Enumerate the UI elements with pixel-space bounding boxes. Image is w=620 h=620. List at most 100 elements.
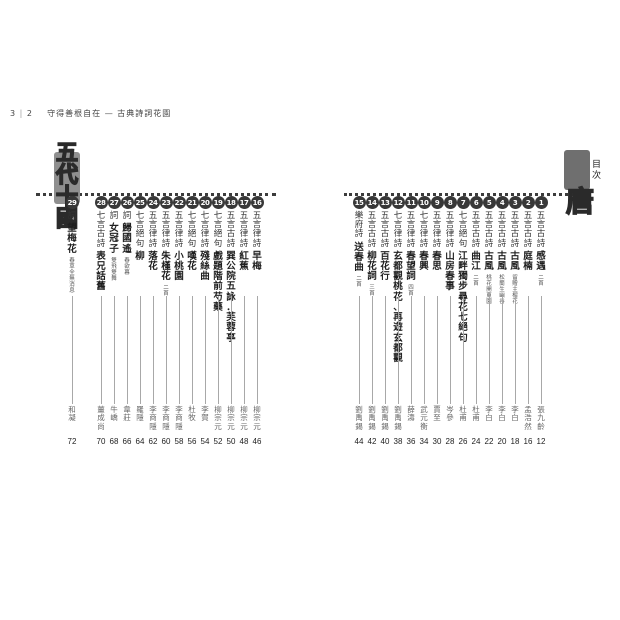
entry-page-number[interactable]: 46: [252, 437, 262, 446]
toc-label: 目次: [592, 160, 602, 182]
entry-number-badge: 25: [133, 196, 147, 209]
entry-title: 感遇: [536, 250, 546, 272]
entry-title: 巽公院五詠．芙蓉亭: [226, 250, 236, 344]
entry-author: 岑參: [446, 405, 454, 423]
entry-page-number[interactable]: 70: [96, 437, 106, 446]
entry-page-number[interactable]: 56: [187, 437, 197, 446]
entry-form: 五言古詩: [226, 211, 236, 249]
entry-form: 五言律詩: [239, 211, 249, 249]
entry-number-badge: 26: [120, 196, 134, 209]
entry-page-number[interactable]: 30: [432, 437, 442, 446]
entry-page-number[interactable]: 38: [393, 437, 403, 446]
entry-leader-line: [489, 296, 490, 404]
entry-author: 劉禹錫: [355, 405, 363, 431]
entry-page-number[interactable]: 42: [367, 437, 377, 446]
entry-page-number[interactable]: 36: [406, 437, 416, 446]
entry-title: 女冠子: [109, 223, 119, 255]
entry-number-badge: 24: [146, 196, 160, 209]
entry-author: 柳宗元: [227, 405, 235, 431]
entry-page-number[interactable]: 28: [445, 437, 455, 446]
entry-leader-line: [372, 296, 373, 404]
entry-number-badge: 9: [430, 196, 444, 209]
entry-leader-line: [218, 296, 219, 404]
toc-entry[interactable]: 18 五言古詩巽公院五詠．芙蓉亭: [224, 196, 238, 344]
entry-title: 古風: [510, 250, 520, 272]
entry-author: 杜牧: [188, 405, 196, 423]
entry-page-number[interactable]: 12: [536, 437, 546, 446]
entry-subtitle: 春欲暮: [124, 257, 130, 276]
entry-title: 望梅花: [67, 223, 77, 255]
entry-page-number[interactable]: 18: [510, 437, 520, 446]
entry-leader-line: [476, 296, 477, 404]
entry-author: 柳宗元: [240, 405, 248, 431]
entry-number-badge: 29: [65, 196, 79, 209]
entry-page-number[interactable]: 44: [354, 437, 364, 446]
entry-page-number[interactable]: 48: [239, 437, 249, 446]
entry-page-number[interactable]: 64: [135, 437, 145, 446]
entry-author: 武元衡: [420, 405, 428, 431]
entry-leader-line: [502, 296, 503, 404]
entry-number-badge: 4: [495, 196, 509, 209]
entry-page-number[interactable]: 62: [148, 437, 158, 446]
entry-page-number[interactable]: 54: [200, 437, 210, 446]
entry-page-number[interactable]: 66: [122, 437, 132, 446]
entry-title: 小桃園: [174, 250, 184, 283]
entry-page-number[interactable]: 24: [471, 437, 481, 446]
entry-page-number[interactable]: 34: [419, 437, 429, 446]
entry-author: 李白: [485, 405, 493, 423]
entry-number-badge: 21: [185, 196, 199, 209]
entry-page-number[interactable]: 68: [109, 437, 119, 446]
entry-page-number[interactable]: 22: [484, 437, 494, 446]
entry-form: 七言絕句: [187, 211, 197, 249]
entry-number-badge: 16: [250, 196, 264, 209]
entry-title: 送春曲: [354, 241, 364, 274]
entry-page-number[interactable]: 50: [226, 437, 236, 446]
entry-page-number[interactable]: 40: [380, 437, 390, 446]
entry-author: 李白: [511, 405, 519, 423]
entry-page-number[interactable]: 60: [161, 437, 171, 446]
entry-page-number[interactable]: 52: [213, 437, 223, 446]
entry-page-number[interactable]: 72: [67, 437, 77, 446]
entry-page-number[interactable]: 58: [174, 437, 184, 446]
entry-leader-line: [244, 296, 245, 404]
entry-number-badge: 18: [224, 196, 238, 209]
entry-page-number[interactable]: 16: [523, 437, 533, 446]
entry-leader-line: [192, 296, 193, 404]
entry-subtitle: 二首: [163, 285, 169, 298]
entry-title: 春思: [432, 250, 442, 272]
entry-subtitle: 松蘭生幽谷: [499, 275, 505, 305]
entry-number-badge: 11: [404, 196, 418, 209]
entry-page-number[interactable]: 26: [458, 437, 468, 446]
entry-author: 柳宗元: [214, 405, 222, 431]
entry-page-number[interactable]: 20: [497, 437, 507, 446]
entry-form: 五言律詩: [148, 211, 158, 249]
